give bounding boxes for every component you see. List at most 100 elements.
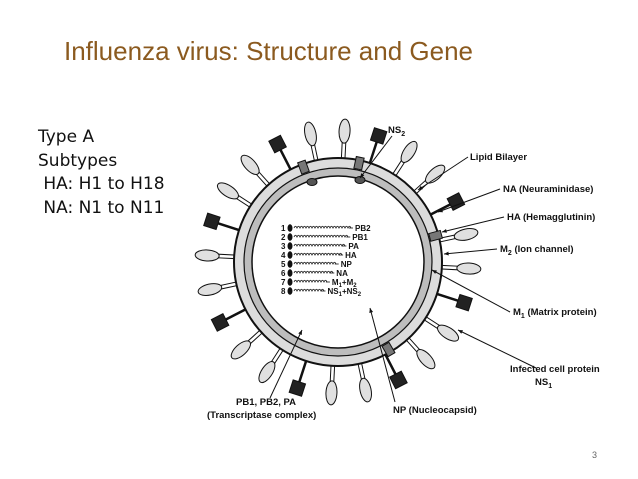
segment-helix [293,252,343,257]
na-head [288,379,307,397]
polymerase-complex [287,233,293,241]
na-stalk [383,352,397,375]
pointer-arrowhead [418,185,423,190]
polymerase-complex [287,260,293,268]
ha-head [240,154,260,175]
ha-head [359,377,372,403]
transcriptase-complex-label: (Transcriptase complex) [207,410,316,421]
segment-helix [293,261,337,266]
ion-channels [297,155,444,358]
ha-spike [197,281,240,296]
ha-head [425,164,446,184]
ha-head [197,283,223,296]
segment-helix [293,243,346,248]
ha-spike [240,154,272,189]
na-stalk [434,292,459,302]
ns1-label: NS1 [535,377,552,390]
segment-number: 7 [281,278,286,287]
segment-helix [293,234,349,239]
ha-spike [216,182,254,209]
pointer-arrowhead [438,208,443,213]
pointer-line [431,269,511,313]
segment-number: 4 [281,251,286,260]
ha-head [325,380,338,406]
pointer-arrowhead [298,330,302,335]
ha-head [216,182,239,200]
na-stalk [225,307,248,321]
ns2-protein [354,176,366,184]
na-spike [383,352,408,390]
pointer-arrowhead [360,173,365,178]
segment-name: NS1+NS2 [328,287,362,298]
m1-label: M1 (Matrix protein) [513,307,597,320]
np-label: NP (Nucleocapsid) [393,405,477,416]
polymerase-label: PB1, PB2, PA [236,397,296,408]
lipid-bilayer-label: Lipid Bilayer [470,152,527,163]
ion-channel [428,229,444,242]
polymerase-complex [287,269,293,277]
na-spike [368,127,388,166]
segment-number: 5 [281,260,286,269]
pointer-arrowhead [458,330,463,334]
polymerase-complex [287,287,293,295]
polymerase-complex [287,278,293,286]
ha-spike [194,249,237,262]
na-spike [428,192,466,217]
segment-helix [293,225,352,230]
pointer-arrowhead [444,251,449,256]
ha-spike [338,118,351,161]
polymerase-complex [287,242,293,250]
na-spike [268,134,293,172]
na-subtypes-line: NA: N1 to N11 [38,197,165,218]
rna-segment: 7 M1+M2 [281,278,357,289]
ion-channel-body [381,341,396,358]
na-stalk [298,358,308,383]
segment-number: 8 [281,287,286,296]
segment-name: PA [348,242,359,251]
segment-helix [293,279,328,284]
segment-name: PB2 [355,224,371,233]
na-head [203,212,221,231]
polymerase-complex [287,251,293,259]
segment-name: NP [341,260,353,269]
pointer-line [417,156,469,191]
ha-head [453,228,479,241]
infected-cell-protein-label: Infected cell protein [510,364,600,375]
pointer-line [443,248,498,255]
na-spike [434,292,473,312]
ha-head [194,249,220,262]
ha-head [304,121,317,147]
slide-title: Influenza virus: Structure and Gene [64,36,474,66]
segment-number: 2 [281,233,286,242]
na-label: NA (Neuraminidase) [503,184,593,195]
ha-head [456,262,482,275]
ha-subtypes-line: HA: H1 to H18 [38,174,165,194]
na-head [389,370,408,390]
ha-head [258,361,276,384]
pointer-line [369,307,396,403]
segment-helix [293,288,325,293]
na-head [210,313,230,332]
subtypes-line: Subtypes [38,150,118,171]
segment-name: M1+M2 [332,278,357,289]
ha-spike [325,363,338,406]
rna-segment: 5 NP [281,260,352,269]
na-head [446,192,466,211]
pointer-line [437,188,501,213]
ha-spike [258,346,285,384]
ha-head [338,118,351,144]
na-head [369,127,388,145]
virus-interior [251,175,425,349]
ha-head [400,140,418,163]
ha-label: HA (Hemagglutinin) [507,212,595,223]
ion-channel-body [297,159,310,175]
ha-spike [436,228,479,243]
ion-channel [353,155,365,171]
na-stalk [428,203,451,217]
